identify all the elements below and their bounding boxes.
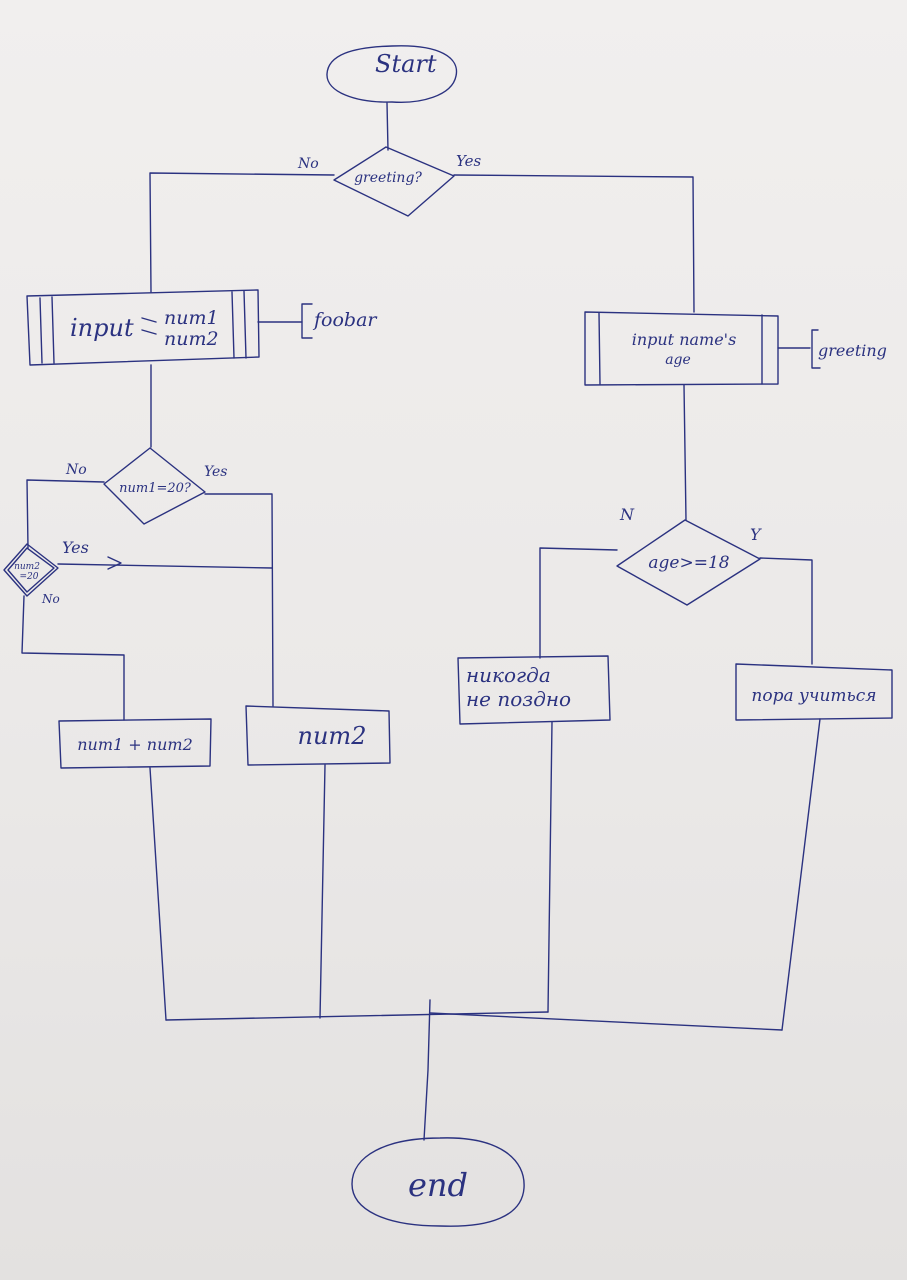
edge-num2-yes-arrow [107,556,122,570]
input-num1-label: num1 [164,307,219,329]
greeting-decision: greeting? [333,146,455,217]
input-age-line2: age [665,352,691,368]
edge-input-age [683,384,687,521]
greeting-yes-label: Yes [456,152,481,170]
greeting-decision-label: greeting? [354,170,422,186]
output-sum-label: num1 + num2 [77,735,193,754]
num2-decision: num2 =20 [3,543,59,597]
input-num2-label: num2 [164,328,219,350]
num2-decision-line1: num2 [14,562,40,572]
num1-yes-label: Yes [204,464,228,480]
merge-line-left [165,1011,549,1021]
age-no-label: N [619,505,635,524]
input-nums-process: input num1 num2 [26,289,260,366]
end-label: end [408,1166,468,1204]
output-young-line1: никогда [466,663,551,687]
edge-num2-merge [319,764,326,1019]
start-label: Start [375,50,437,78]
input-nums-keyword: input [70,314,134,342]
edge-num1-no [26,479,105,549]
end-terminal: end [351,1137,525,1227]
output-sum: num1 + num2 [58,718,212,769]
age-decision: age>=18 [616,519,761,606]
output-num2: num2 [245,705,391,766]
age-yes-label: Y [750,525,762,544]
foobar-label: foobar [312,309,378,331]
edge-start-greeting [386,102,389,151]
greeting-annotation: greeting [811,329,887,369]
edge-num2-yes [57,563,273,569]
edge-sum-merge [149,767,167,1021]
greeting-no-label: No [297,156,319,172]
num2-decision-line2: =20 [20,572,39,582]
edge-adult-merge [781,718,821,1031]
num2-no-label: No [41,592,60,606]
output-young-line2: не поздно [466,687,571,711]
edge-merge-end [423,999,431,1141]
num1-no-label: No [65,462,87,478]
input-age-process: input name's age [584,311,779,386]
output-adult-label: пора учиться [751,686,876,706]
edge-greeting-no [149,172,335,293]
output-adult: пора учиться [735,663,893,721]
edge-age-no [539,547,618,659]
num1-decision-label: num1=20? [119,481,192,496]
merge-line-right [429,1012,783,1031]
num1-decision: num1=20? [103,447,206,525]
input-age-line1: input name's [632,330,737,349]
num2-yes-label: Yes [62,538,89,557]
output-young: никогда не поздно [457,655,611,725]
output-num2-label: num2 [298,722,367,750]
edge-age-yes [759,557,813,665]
greeting-note-label: greeting [818,341,887,360]
age-decision-label: age>=18 [648,553,729,573]
edge-greeting-yes [453,174,695,313]
start-terminal: Start [326,45,458,103]
foobar-annotation: foobar [301,303,378,339]
edge-num2-no [21,595,125,721]
edge-young-merge [547,721,553,1013]
edge-num1-yes [204,493,274,707]
